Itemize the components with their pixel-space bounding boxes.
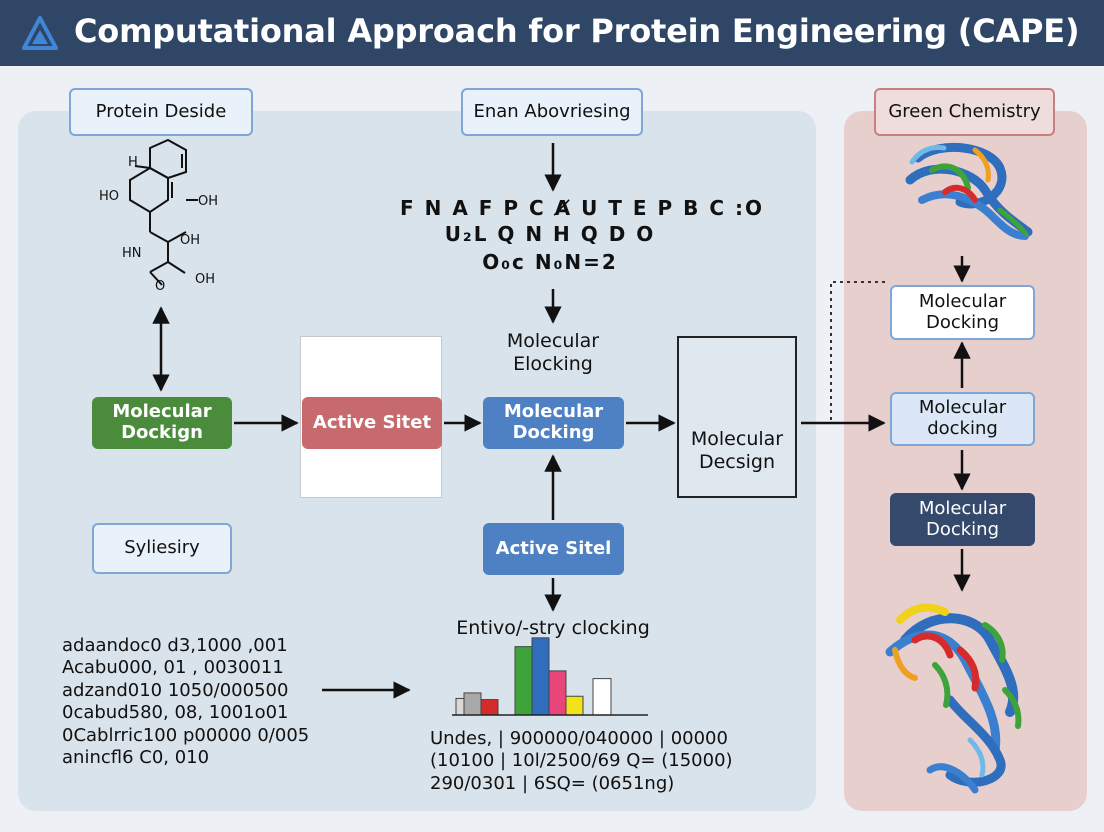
data-line: anincfl6 C0, 010 xyxy=(62,747,210,769)
result-line: Undes, | 900000/040000 | 00000 xyxy=(430,728,728,749)
green-chemistry-label: Green Chemistry xyxy=(874,88,1055,136)
molecular-docking-node-3[interactable]: Molecular Docking xyxy=(890,493,1035,546)
data-line: adaandoc0 d3,1000 ,001 xyxy=(62,635,288,656)
molecule-structure-icon xyxy=(129,138,198,286)
chart-title: Entivo/-stry clocking xyxy=(456,617,650,639)
syliesiry-label: Syliesiry xyxy=(92,523,232,574)
page-title: Computational Approach for Protein Engin… xyxy=(74,12,1080,50)
data-line: Acabu000, 01 , 0030011 xyxy=(62,657,284,679)
chart-bar xyxy=(531,637,550,716)
chart-bar xyxy=(548,670,567,716)
active-site-red-node[interactable]: Active Sitet xyxy=(302,397,442,449)
atom-label: H xyxy=(128,155,138,170)
bar-chart xyxy=(452,637,648,716)
data-line: 0Cablrric100 p00000 0/005 xyxy=(62,724,310,746)
atom-label: HN xyxy=(122,246,142,261)
atom-label: OH xyxy=(195,272,215,287)
sequence-line: F N A F P C A̸ U T E P B C :O xyxy=(400,196,764,220)
data-lines: adaandoc0 d3,1000 ,001 Acabu000, 01 , 00… xyxy=(62,635,309,769)
molecular-design-card xyxy=(677,336,797,498)
chart-bar xyxy=(514,646,533,716)
triangle-logo-icon xyxy=(22,16,58,50)
molecular-docking-blue-node[interactable]: Molecular Docking xyxy=(483,397,624,449)
atom-label: HO xyxy=(99,189,119,204)
molecular-docking-node-1[interactable]: Molecular Docking xyxy=(890,285,1035,340)
protein-deside-label: Protein Deside xyxy=(69,88,253,136)
molecular-elocking-label: Molecular Elocking xyxy=(506,330,600,375)
atom-label: OH xyxy=(180,233,200,248)
chart-bar xyxy=(463,692,482,716)
result-line: (10100 | 10l/2500/69 Q= (15000) xyxy=(430,750,733,772)
chart-bar xyxy=(565,695,584,716)
result-line: 290/0301 | 6SQ= (0651ng) xyxy=(430,772,675,794)
sequence-line: O₀c N₀N=2 xyxy=(482,250,618,274)
header-bar: Computational Approach for Protein Engin… xyxy=(0,0,1104,66)
protein-ribbon-icon xyxy=(885,603,1022,794)
atom-label: OH xyxy=(198,194,218,209)
enan-abovriesing-label: Enan Abovriesing xyxy=(461,88,643,136)
result-lines: Undes, | 900000/040000 | 00000 (10100 | … xyxy=(430,728,733,795)
green-chemistry-panel xyxy=(844,111,1087,811)
protein-ribbon-icon xyxy=(905,142,1033,240)
data-line: adzand010 1050/000500 xyxy=(62,679,289,701)
chart-bar xyxy=(592,678,612,716)
atom-label: O xyxy=(155,279,165,294)
molecular-dockign-node[interactable]: Molecular Dockign xyxy=(92,397,232,449)
data-line: 0cabud580, 08, 1001o01 xyxy=(62,702,289,724)
molecular-docking-node-2[interactable]: Molecular docking xyxy=(890,392,1035,446)
chart-bar xyxy=(480,699,499,716)
sequence-line: U₂L Q N H Q D O xyxy=(444,222,656,246)
molecular-design-label: Molecular Decsign xyxy=(690,428,784,473)
chart-bar xyxy=(455,697,465,716)
active-site-blue-node[interactable]: Active Sitel xyxy=(483,523,624,575)
